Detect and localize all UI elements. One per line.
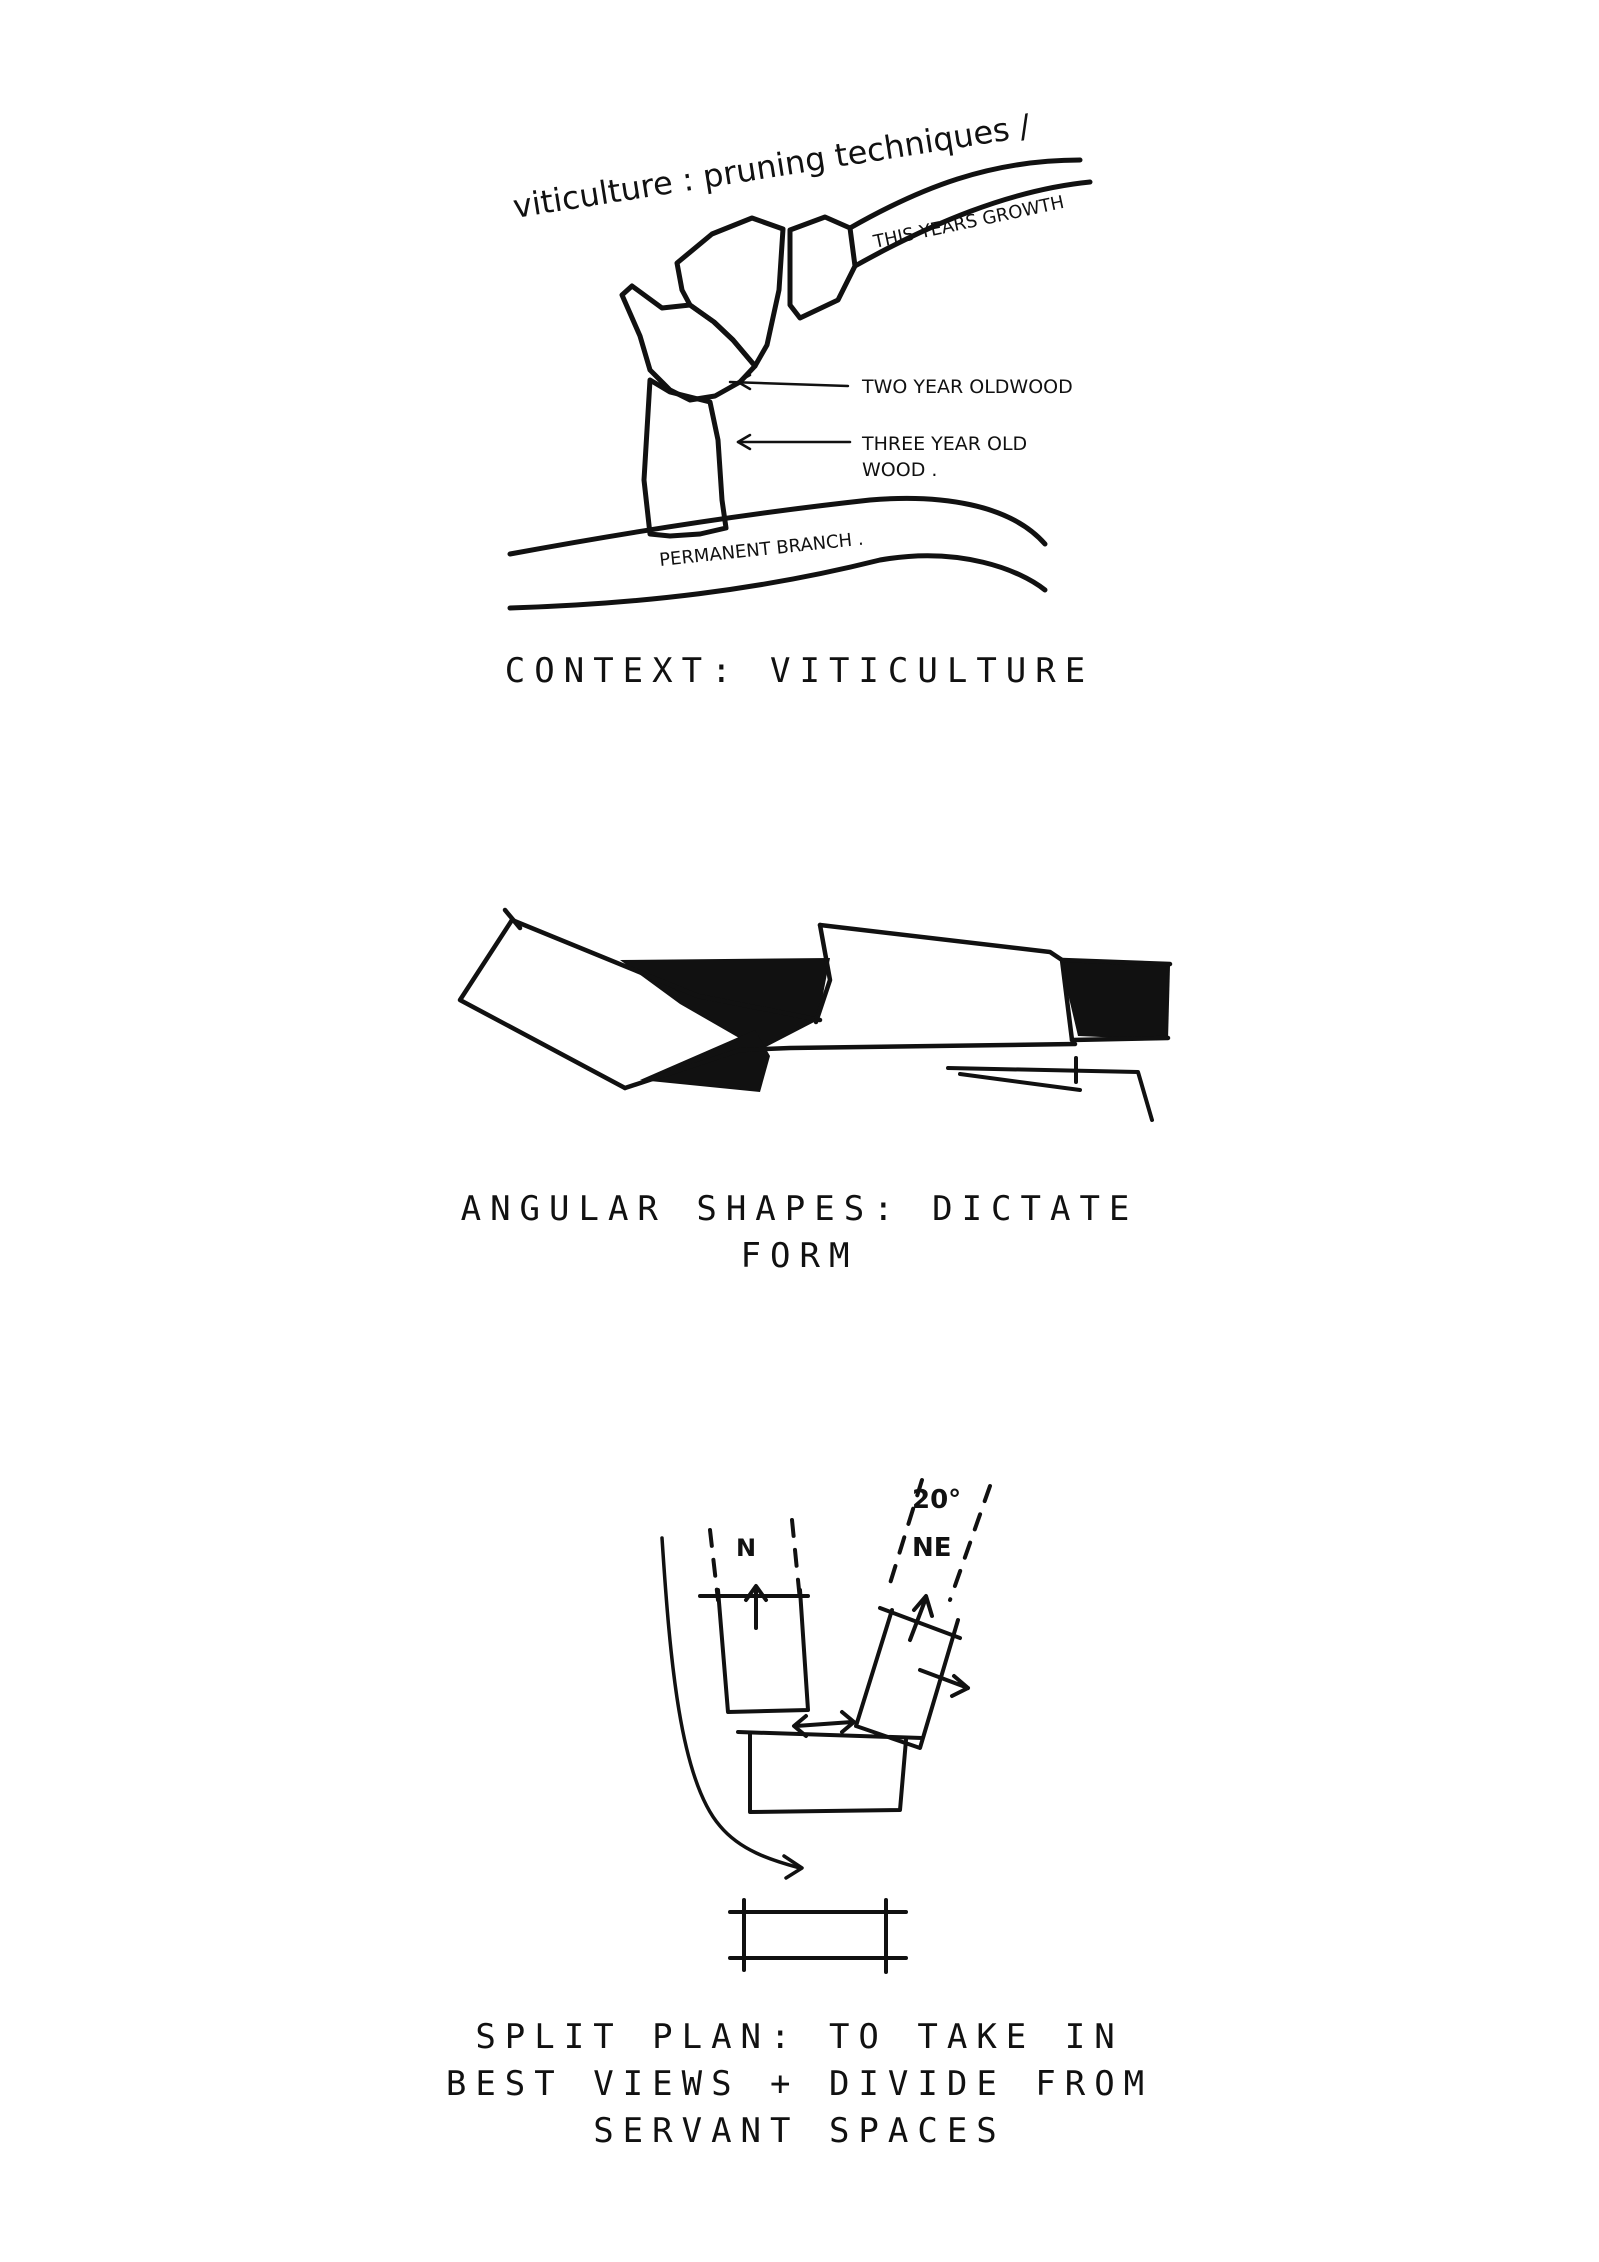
caption-split-line2: BEST VIEWS + DIVIDE FROM	[445, 2064, 1154, 2104]
caption-split-line3: SERVANT SPACES	[593, 2111, 1006, 2151]
angular-shapes-sketch	[0, 880, 1599, 1140]
label-wood: WOOD .	[862, 459, 937, 481]
sketch-heading: viticulture : pruning techniques /	[510, 107, 1033, 226]
split-plan-sketch: N 20° NE	[0, 1460, 1599, 1980]
caption-split-plan: SPLIT PLAN: TO TAKE IN BEST VIEWS + DIVI…	[0, 2014, 1599, 2155]
north-label: N	[736, 1534, 756, 1562]
label-three-year-old: THREE YEAR OLD	[861, 433, 1027, 455]
caption-split-line1: SPLIT PLAN: TO TAKE IN	[475, 2017, 1124, 2057]
caption-angular-line1: ANGULAR SHAPES: DICTATE	[460, 1189, 1139, 1229]
caption-context: CONTEXT: VITICULTURE	[0, 648, 1599, 695]
caption-angular-line2: FORM	[740, 1236, 859, 1276]
viticulture-sketch: viticulture : pruning techniques / THIS …	[0, 100, 1599, 640]
label-two-year-oldwood: TWO YEAR OLDWOOD	[861, 376, 1073, 398]
caption-context-line: CONTEXT: VITICULTURE	[504, 651, 1095, 691]
caption-angular: ANGULAR SHAPES: DICTATE FORM	[0, 1186, 1599, 1280]
angle-label: 20°	[912, 1485, 961, 1515]
ne-label: NE	[912, 1533, 952, 1563]
